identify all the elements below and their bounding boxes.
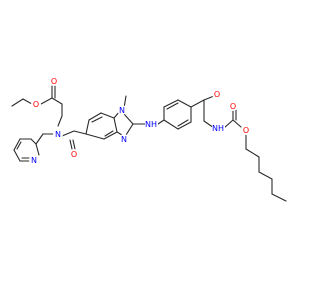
svg-text:O: O [33, 100, 39, 109]
svg-text:N: N [55, 130, 61, 139]
atom-label-carbamate-nh: NH [212, 123, 225, 133]
bond-lines [11, 85, 287, 202]
atom-label-benzoyl-oxygen: O [212, 89, 222, 99]
svg-text:O: O [243, 126, 249, 135]
svg-text:O: O [214, 90, 220, 99]
svg-text:O: O [71, 150, 77, 159]
atom-label-carbamate-ester-oxygen: O [241, 125, 251, 135]
atom-label-amide-nitrogen: N [53, 129, 63, 139]
atom-label-amine-nh: NH [145, 119, 158, 129]
svg-text:N: N [31, 156, 37, 165]
svg-text:O: O [51, 77, 57, 86]
atom-label-ester-carbonyl-oxygen: O [49, 76, 59, 86]
svg-text:O: O [230, 102, 236, 111]
atom-label-pyridine-nitrogen: N [29, 155, 39, 165]
svg-text:NH: NH [145, 120, 157, 129]
svg-text:NH: NH [212, 124, 224, 133]
atom-label-amide-oxygen: O [69, 149, 79, 159]
atom-label-ester-oxygen: O [31, 99, 41, 109]
svg-text:N: N [121, 135, 127, 144]
atom-label-carbamate-carbonyl-oxygen: O [228, 101, 238, 111]
atom-label-imidazole-nitrogen: N [119, 134, 129, 144]
svg-text:N: N [119, 106, 125, 115]
molecule-structure: O O N N O N N NH O O NH O [11, 76, 287, 202]
atom-label-methylated-nitrogen: N [117, 105, 127, 115]
